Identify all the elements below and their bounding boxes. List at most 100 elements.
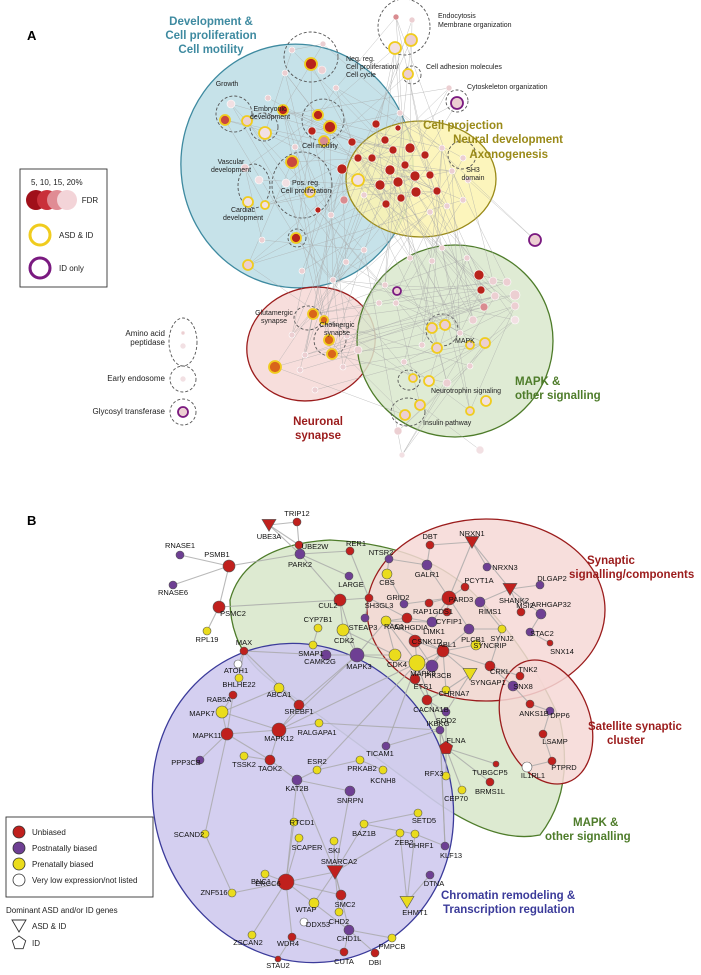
gene-edge bbox=[316, 759, 361, 771]
gene-marker bbox=[195, 755, 205, 765]
term-node bbox=[384, 164, 396, 176]
edge bbox=[323, 319, 471, 367]
term-node bbox=[476, 285, 486, 295]
edge bbox=[284, 72, 387, 205]
term-node bbox=[332, 84, 340, 92]
gene-node-syncrip bbox=[470, 639, 482, 651]
gene-label: WTAP bbox=[295, 905, 316, 914]
gene-marker bbox=[436, 644, 450, 658]
gene-label: ERCC6 bbox=[255, 879, 280, 888]
gene-label: LIMK1 bbox=[423, 627, 445, 636]
edge bbox=[363, 194, 411, 259]
gene-node-nrxn3 bbox=[482, 562, 492, 572]
edge bbox=[389, 169, 453, 172]
cluster-title-mapk: other signalling bbox=[515, 390, 601, 402]
gene-node-cuta bbox=[339, 947, 349, 957]
edge bbox=[291, 209, 319, 336]
gene-node-large bbox=[344, 571, 354, 581]
edge bbox=[424, 102, 458, 156]
gene-marker bbox=[457, 785, 467, 795]
gene-marker bbox=[312, 765, 322, 775]
gene-edge bbox=[313, 871, 336, 904]
gene-label: PSMC2 bbox=[220, 609, 246, 618]
gene-node-cbs bbox=[381, 568, 393, 580]
gene-marker-triangle bbox=[462, 668, 478, 681]
term-node bbox=[464, 176, 472, 184]
term-node bbox=[459, 196, 467, 204]
gene-edge bbox=[243, 650, 300, 706]
gene-marker bbox=[247, 930, 257, 940]
module-outline bbox=[425, 313, 459, 347]
gene-label: NRXN1 bbox=[459, 529, 484, 538]
gene-node-smc2 bbox=[335, 889, 347, 901]
edge bbox=[282, 109, 443, 149]
cluster-title-proj: Neural development bbox=[453, 134, 563, 146]
edge bbox=[371, 157, 485, 308]
cluster-title-proj: Cell projection bbox=[423, 120, 503, 132]
gene-label: KLF13 bbox=[440, 851, 462, 860]
edge bbox=[379, 184, 485, 308]
term-node bbox=[381, 199, 391, 209]
gene-label: GRID2 bbox=[387, 593, 410, 602]
gene-edge bbox=[388, 558, 428, 566]
gene-node-plcb1 bbox=[463, 623, 475, 635]
term-node bbox=[488, 276, 498, 286]
gene-edge bbox=[278, 654, 358, 731]
edge bbox=[357, 157, 438, 192]
gene-label: PMPCB bbox=[379, 942, 406, 951]
term-node bbox=[281, 178, 291, 188]
gene-marker bbox=[425, 870, 435, 880]
cluster-title-synb: signalling/components bbox=[569, 569, 694, 581]
term-node bbox=[347, 137, 357, 147]
module-label: Cell cycle bbox=[346, 72, 376, 79]
term-node bbox=[510, 301, 520, 311]
gene-node-snrpn bbox=[344, 785, 356, 797]
gene-edge bbox=[218, 599, 341, 608]
gene-marker bbox=[313, 623, 323, 633]
edge bbox=[342, 175, 416, 368]
gene-label: LSAMP bbox=[542, 737, 567, 746]
module-label: Cell proliferation bbox=[281, 188, 332, 195]
module-label: synapse bbox=[261, 318, 287, 325]
module-label: Embryonic bbox=[253, 106, 287, 113]
gene-label: SCAND2 bbox=[174, 830, 204, 839]
gene-label: ETS1 bbox=[414, 682, 433, 691]
module-label: Growth bbox=[216, 81, 239, 88]
edge bbox=[357, 179, 496, 297]
gene-label: MAPK11 bbox=[192, 731, 221, 740]
gene-label: SNRPN bbox=[337, 796, 363, 805]
module-label: Insulin pathway bbox=[423, 420, 472, 427]
term-node bbox=[442, 378, 452, 388]
term-node bbox=[456, 329, 464, 337]
term-node bbox=[318, 135, 330, 147]
term-node bbox=[473, 269, 485, 281]
edge bbox=[342, 344, 471, 368]
gene-node-chd1l bbox=[343, 924, 355, 936]
gene-marker bbox=[339, 947, 349, 957]
edge bbox=[351, 141, 446, 326]
gene-marker bbox=[413, 808, 423, 818]
gene-marker bbox=[175, 550, 185, 560]
term-node bbox=[179, 375, 187, 383]
edge bbox=[341, 168, 516, 307]
gene-node-ralgapa1 bbox=[314, 718, 324, 728]
term-node bbox=[468, 315, 478, 325]
edge bbox=[274, 366, 406, 416]
gene-node-scaper bbox=[294, 833, 304, 843]
gene-label: ZEB2 bbox=[395, 838, 414, 847]
term-node bbox=[502, 277, 512, 287]
gene-node-ube3a bbox=[261, 519, 277, 532]
term-node bbox=[426, 322, 438, 334]
gene-node-cyp7b1 bbox=[313, 623, 323, 633]
edge bbox=[441, 147, 474, 321]
edge bbox=[323, 140, 330, 341]
gene-marker bbox=[291, 774, 303, 786]
gene-node-mapk8 bbox=[408, 654, 426, 672]
term-node bbox=[392, 299, 400, 307]
gene-node-prkab2 bbox=[355, 755, 365, 765]
gene-marker bbox=[424, 598, 434, 608]
module-label: development bbox=[211, 167, 251, 174]
term-node bbox=[490, 291, 500, 301]
edge bbox=[285, 182, 333, 355]
gene-marker bbox=[492, 760, 500, 768]
